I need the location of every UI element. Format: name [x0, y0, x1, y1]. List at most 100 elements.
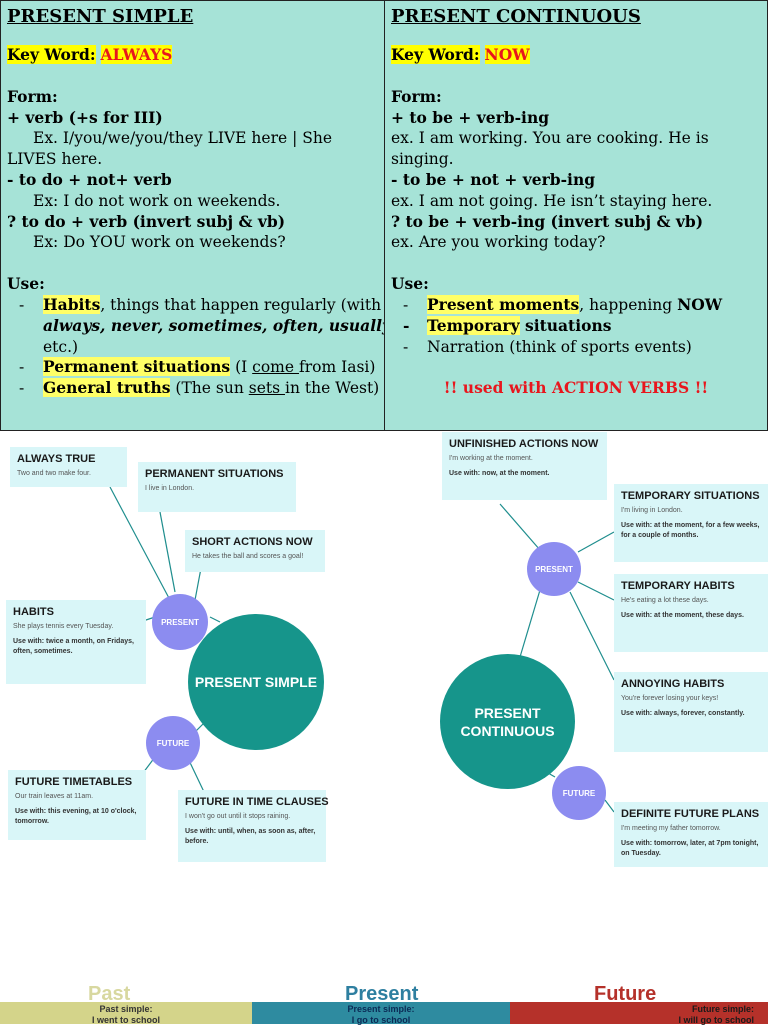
- form-negative: - to be + not + verb-ing: [391, 169, 596, 189]
- card-use: Use with: at the moment, for a few weeks…: [621, 522, 760, 539]
- card-example: Our train leaves at 11am.: [15, 793, 94, 800]
- connector-present-center-l: [209, 616, 221, 623]
- example-negative: ex. I am not going. He isn’t staying her…: [391, 191, 713, 210]
- form-label: Form:: [7, 86, 58, 106]
- truths-text-a: (The sun: [170, 379, 249, 398]
- card-example: Two and two make four.: [17, 470, 91, 477]
- form-question: ? to be + verb-ing (invert subj & vb): [391, 211, 704, 231]
- present-continuous-heading: PRESENT CONTINUOUS: [391, 6, 641, 27]
- card-title: FUTURE TIMETABLES: [15, 776, 133, 788]
- card-temporary-situations: TEMPORARY SITUATIONS I'm living in Londo…: [614, 484, 768, 562]
- center-line-2: CONTINUOUS: [460, 722, 555, 739]
- connector-definite-future: [604, 799, 615, 813]
- connector-present-center-r: [519, 589, 541, 658]
- frequency-adverbs: always, never, sometimes, often, usually: [43, 315, 392, 335]
- permanent-text-b: from Iasi): [298, 358, 376, 377]
- use-label: Use:: [391, 274, 429, 294]
- keyword-value: ALWAYS: [100, 45, 173, 64]
- use-item-narration: -Narration (think of sports events): [403, 337, 692, 356]
- example-question: ex. Are you working today?: [391, 233, 606, 252]
- habits-text: , things that happen regularly (with: [100, 295, 382, 314]
- present-simple-center: PRESENT SIMPLE: [188, 614, 324, 750]
- card-example: I'm working at the moment.: [449, 455, 533, 462]
- permanent-highlight: Permanent situations: [43, 357, 231, 377]
- permanent-verb: come: [252, 358, 299, 377]
- card-use: Use with: always, forever, constantly.: [621, 710, 745, 717]
- present-node-right: PRESENT: [527, 542, 581, 596]
- keyword-value: NOW: [484, 45, 530, 64]
- keyword-line: Key Word: NOW: [391, 45, 761, 66]
- keyword-label: Key Word:: [7, 45, 96, 64]
- future-simple-label: Future simple:: [691, 1004, 754, 1014]
- card-example: She plays tennis every Tuesday.: [13, 623, 114, 630]
- card-future-time-clauses: FUTURE IN TIME CLAUSES I won't go out un…: [178, 790, 329, 862]
- form-positive: + to be + verb-ing: [391, 107, 550, 127]
- truths-text-b: in the West): [284, 379, 380, 398]
- card-title: FUTURE IN TIME CLAUSES: [185, 796, 329, 808]
- card-title: ANNOYING HABITS: [621, 678, 725, 690]
- temporary-text: situations: [519, 315, 612, 335]
- timeline-present-bar: Present simple: I go to school: [252, 1002, 510, 1025]
- card-unfinished-actions: UNFINISHED ACTIONS NOW I'm working at th…: [442, 432, 607, 500]
- future-node-right: FUTURE: [552, 766, 606, 820]
- moments-now: NOW: [677, 294, 723, 314]
- card-temporary-habits: TEMPORARY HABITS He's eating a lot these…: [614, 574, 768, 652]
- example-positive-1: Ex. I/you/we/you/they LIVE here | She: [33, 129, 333, 148]
- card-use: Use with: tomorrow, later, at 7pm tonigh…: [621, 840, 759, 857]
- keyword-line: Key Word: ALWAYS: [7, 45, 378, 66]
- connector-temp-situations: [577, 531, 615, 553]
- card-title: SHORT ACTIONS NOW: [192, 536, 313, 548]
- present-simple-heading: PRESENT SIMPLE: [7, 6, 194, 27]
- card-permanent-situations: PERMANENT SITUATIONS I live in London.: [138, 462, 296, 512]
- card-use: Use with: this evening, at 10 o'clock, t…: [15, 808, 137, 825]
- use-item-truths: -General truths (The sun sets in the Wes…: [19, 378, 380, 398]
- card-always-true: ALWAYS TRUE Two and two make four.: [10, 447, 127, 487]
- example-question: Ex: Do YOU work on weekends?: [33, 233, 286, 252]
- past-simple-label: Past simple:: [99, 1004, 153, 1014]
- truths-highlight: General truths: [43, 378, 171, 398]
- connector-temp-habits: [577, 581, 615, 601]
- center-line-1: PRESENT: [474, 704, 541, 721]
- timeline-future-label: Future: [594, 983, 657, 1005]
- connector-unfinished: [499, 503, 541, 551]
- future-node-left: FUTURE: [146, 716, 200, 770]
- use-item-temporary: -Temporary situations: [403, 315, 612, 335]
- truths-verb: sets: [248, 379, 285, 398]
- card-title: ALWAYS TRUE: [17, 453, 96, 465]
- past-simple-example: I went to school: [91, 1015, 160, 1025]
- temporary-highlight: Temporary: [427, 315, 520, 335]
- example-positive-2: LIVES here.: [7, 150, 103, 169]
- timeline-present-label: Present: [345, 983, 419, 1005]
- mind-maps: ALWAYS TRUE Two and two make four. PERMA…: [0, 432, 768, 867]
- use-item-habits: -Habits, things that happen regularly (w…: [19, 294, 382, 314]
- card-example: I'm living in London.: [621, 507, 683, 514]
- moments-text: , happening: [579, 295, 678, 314]
- present-simple-label: Present simple:: [347, 1004, 415, 1014]
- moments-highlight: Present moments: [427, 294, 580, 314]
- card-future-timetables: FUTURE TIMETABLES Our train leaves at 11…: [8, 770, 146, 840]
- card-example: He takes the ball and scores a goal!: [192, 553, 304, 560]
- habits-etc: etc.): [43, 337, 79, 356]
- card-use: Use with: at the moment, these days.: [621, 612, 744, 619]
- card-example: I live in London.: [145, 485, 195, 492]
- connector-permanent: [159, 511, 176, 593]
- use-item-adverbs: always, never, sometimes, often, usually…: [7, 316, 396, 337]
- example-negative: Ex: I do not work on weekends.: [33, 191, 281, 210]
- present-simple-example: I go to school: [351, 1015, 411, 1025]
- example-positive-1: ex. I am working. You are cooking. He is: [391, 129, 709, 148]
- card-title: UNFINISHED ACTIONS NOW: [449, 438, 599, 450]
- example-positive-2: singing.: [391, 150, 454, 169]
- card-use: Use with: now, at the moment.: [449, 470, 550, 477]
- card-use: Use with: until, when, as soon as, after…: [185, 828, 316, 845]
- use-item-permanent: -Permanent situations (I come from Iasi): [19, 357, 376, 377]
- card-habits: HABITS She plays tennis every Tuesday. U…: [6, 600, 146, 684]
- form-label: Form:: [391, 86, 442, 106]
- use-item-etc: etc.): [7, 337, 378, 358]
- card-title: TEMPORARY SITUATIONS: [621, 490, 760, 502]
- timeline-past-label: Past: [88, 983, 131, 1005]
- narration-text: Narration (think of sports events): [427, 337, 692, 356]
- timeline-past-bar: Past simple: I went to school: [0, 1002, 252, 1025]
- card-use: Use with: twice a month, on Fridays, oft…: [13, 638, 134, 655]
- card-example: You're forever losing your keys!: [621, 695, 719, 702]
